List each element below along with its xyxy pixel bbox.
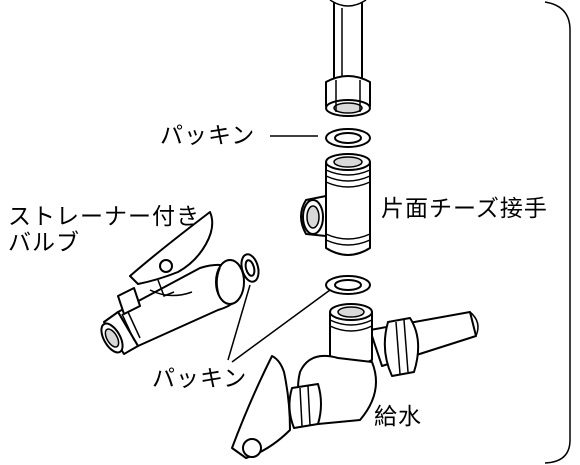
label-water-supply: 給水 — [374, 404, 422, 430]
packing-bottom-leader-2 — [231, 289, 331, 363]
frame-border — [544, 1, 571, 464]
strainer-valve — [100, 211, 245, 355]
top-pipe — [329, 0, 367, 81]
label-strainer-valve-line2: バルブ — [8, 230, 80, 256]
label-packing-bottom: パッキン — [152, 366, 248, 392]
label-strainer-valve-line1: ストレーナー付き — [8, 204, 200, 230]
packing-ring-top — [325, 128, 371, 148]
label-packing-top: パッキン — [160, 123, 256, 149]
packing-ring-bottom — [325, 275, 371, 295]
label-tee-joint: 片面チーズ接手 — [381, 196, 548, 222]
packing-bottom-leader-1 — [227, 284, 251, 361]
supply-valve — [231, 303, 479, 459]
cap-nut — [325, 75, 371, 117]
packing-ring-valve — [240, 253, 260, 283]
tee-joint — [300, 153, 371, 256]
